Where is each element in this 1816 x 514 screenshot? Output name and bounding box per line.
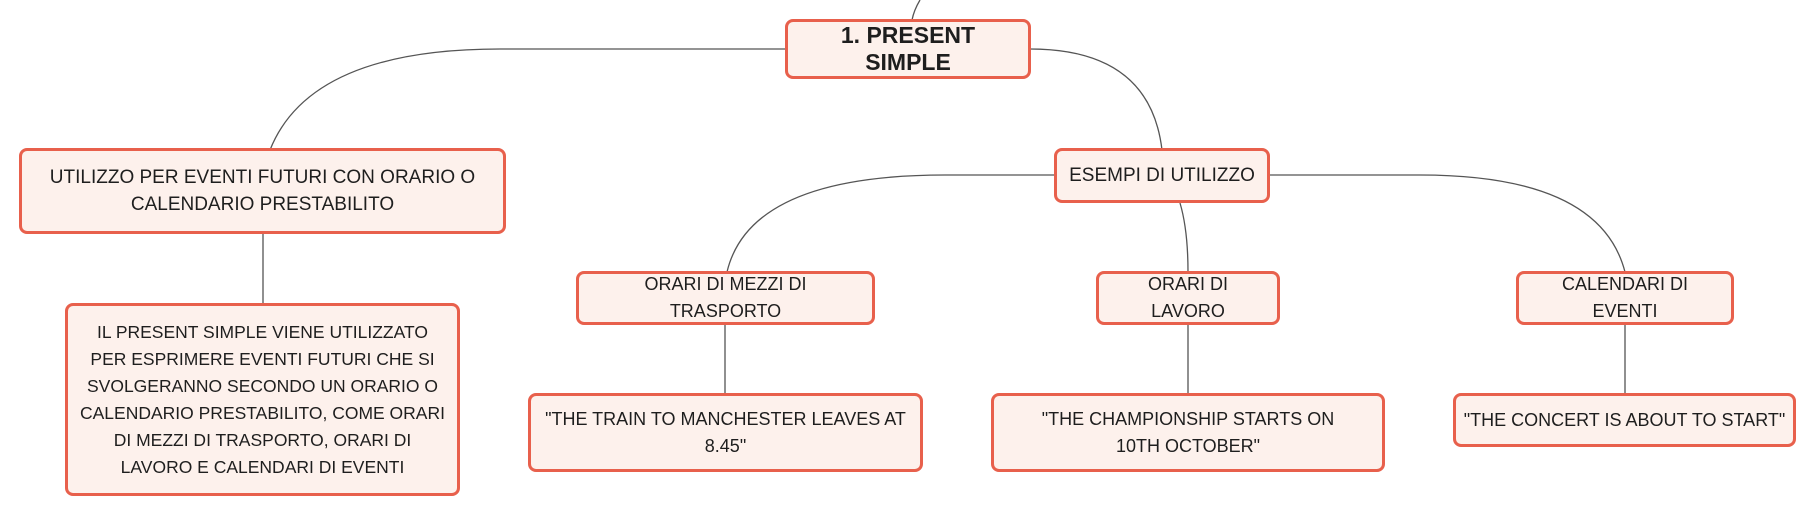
examples-node[interactable]: ESEMPI DI UTILIZZO xyxy=(1054,148,1270,203)
events-node-label: CALENDARI DI EVENTI xyxy=(1561,274,1689,321)
transport-node-label: ORARI DI MEZZI DI TRASPORTO xyxy=(644,274,807,321)
usage-detail-node-label: IL PRESENT SIMPLE VIENE UTILIZZATO PER E… xyxy=(80,321,445,477)
root-node-label: 1. PRESENT SIMPLE xyxy=(840,22,976,75)
transport-node[interactable]: ORARI DI MEZZI DI TRASPORTO xyxy=(576,271,875,325)
work-example-node-label: "THE CHAMPIONSHIP STARTS ON 10TH OCTOBER… xyxy=(1041,408,1335,456)
events-example-node[interactable]: "THE CONCERT IS ABOUT TO START" xyxy=(1453,393,1796,447)
connector-root-to-usage xyxy=(269,48,786,151)
transport-example-node[interactable]: "THE TRAIN TO MANCHESTER LEAVES AT 8.45" xyxy=(528,393,923,472)
root-node[interactable]: 1. PRESENT SIMPLE xyxy=(785,19,1031,79)
connector-examples-to-work xyxy=(1179,202,1189,273)
usage-node-label: UTILIZZO PER EVENTI FUTURI CON ORARIO O … xyxy=(49,167,476,215)
usage-detail-node[interactable]: IL PRESENT SIMPLE VIENE UTILIZZATO PER E… xyxy=(65,303,460,496)
events-example-node-label: "THE CONCERT IS ABOUT TO START" xyxy=(1463,409,1786,430)
transport-example-node-label: "THE TRAIN TO MANCHESTER LEAVES AT 8.45" xyxy=(545,408,906,456)
connector-examples-to-transport xyxy=(726,174,1055,273)
connector-examples-to-events xyxy=(1268,174,1626,273)
work-node[interactable]: ORARI DI LAVORO xyxy=(1096,271,1280,325)
usage-node[interactable]: UTILIZZO PER EVENTI FUTURI CON ORARIO O … xyxy=(19,148,506,234)
connector-parent-to-root xyxy=(911,0,921,21)
connector-root-to-examples xyxy=(1029,48,1163,151)
work-node-label: ORARI DI LAVORO xyxy=(1147,274,1228,321)
events-node[interactable]: CALENDARI DI EVENTI xyxy=(1516,271,1734,325)
work-example-node[interactable]: "THE CHAMPIONSHIP STARTS ON 10TH OCTOBER… xyxy=(991,393,1385,472)
examples-node-label: ESEMPI DI UTILIZZO xyxy=(1069,165,1255,186)
